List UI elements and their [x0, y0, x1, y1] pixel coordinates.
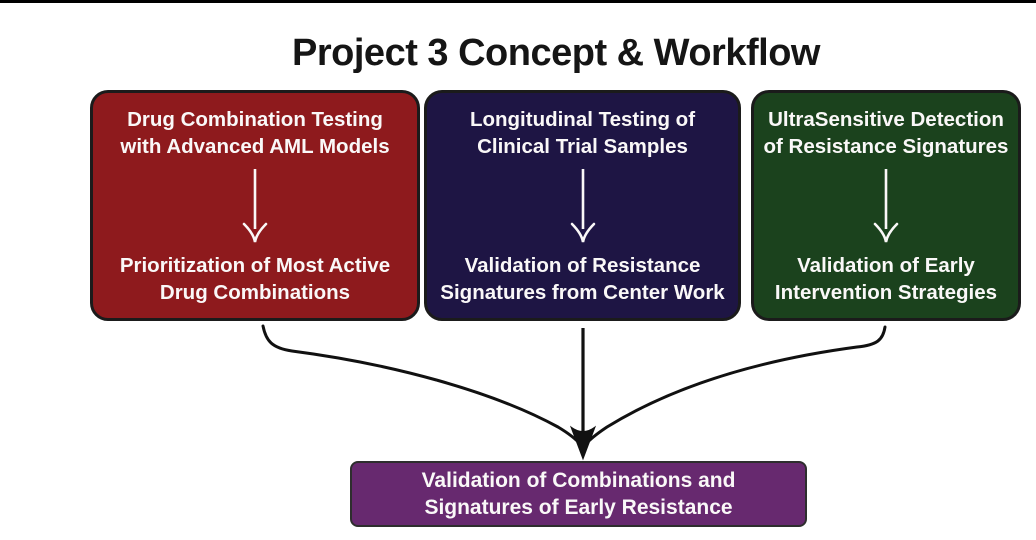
diagram-title: Project 3 Concept & Workflow: [292, 32, 820, 74]
box-text-line: Signatures from Center Work: [440, 281, 725, 304]
merge-arrowhead: [569, 425, 597, 461]
box-bottom-text: Validation of Early Intervention Strateg…: [775, 252, 997, 306]
workflow-box-drug-combination-testing: Drug Combination Testing with Advanced A…: [90, 90, 420, 321]
left-connector-curve: [261, 324, 583, 447]
box-text-line: Validation of Early: [797, 254, 975, 277]
box-top-text: Drug Combination Testing with Advanced A…: [120, 106, 389, 160]
box-text-line: of Resistance Signatures: [763, 135, 1009, 158]
converging-arrows-icon: [261, 324, 887, 461]
box-text-line: Validation of Resistance: [464, 254, 701, 277]
workflow-box-longitudinal-testing: Longitudinal Testing of Clinical Trial S…: [424, 90, 741, 321]
down-arrow-icon: [242, 169, 268, 243]
down-arrow-icon: [873, 169, 899, 243]
box-text-line: with Advanced AML Models: [120, 135, 390, 158]
box-text-line: Clinical Trial Samples: [477, 135, 688, 158]
box-text-line: UltraSensitive Detection: [768, 108, 1004, 131]
box-text-line: Drug Combination Testing: [127, 108, 383, 131]
box-text-line: Drug Combinations: [159, 281, 351, 304]
box-text-line: Intervention Strategies: [774, 281, 998, 304]
box-text-line: Longitudinal Testing of: [469, 108, 696, 131]
box-bottom-text: Prioritization of Most Active Drug Combi…: [120, 252, 390, 306]
result-text-line: Signatures of Early Resistance: [424, 496, 733, 519]
box-top-text: Longitudinal Testing of Clinical Trial S…: [470, 106, 695, 160]
result-box-validation: Validation of Combinations and Signature…: [350, 461, 807, 527]
workflow-box-ultrasensitive-detection: UltraSensitive Detection of Resistance S…: [751, 90, 1021, 321]
result-text-line: Validation of Combinations and: [421, 469, 736, 492]
box-text-line: Prioritization of Most Active: [119, 254, 391, 277]
down-arrow-icon: [570, 169, 595, 243]
top-border-bar: [0, 0, 1036, 3]
box-bottom-text: Validation of Resistance Signatures from…: [440, 252, 724, 306]
box-top-text: UltraSensitive Detection of Resistance S…: [764, 106, 1009, 160]
right-connector-curve: [583, 325, 887, 447]
